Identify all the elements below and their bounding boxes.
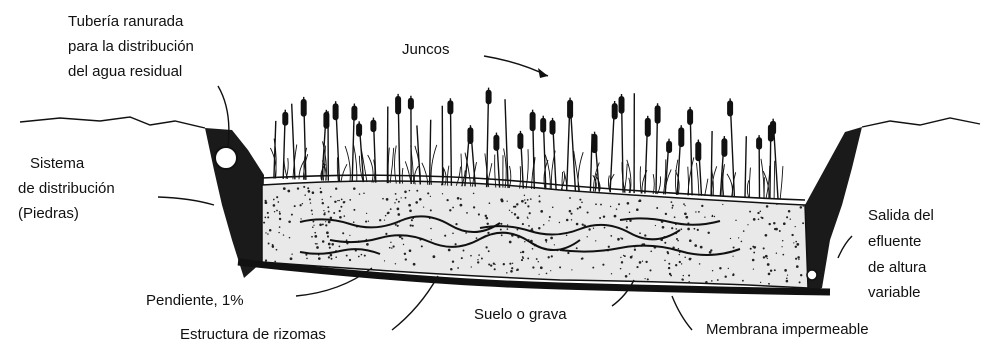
cattail-head [282,112,288,126]
grass-blade [374,160,375,183]
slotted-pipe [215,147,237,169]
outlet-trench-right [805,127,862,292]
leader-soil [612,280,634,306]
grass-blade [705,179,708,196]
reed-stem [292,104,295,180]
reed-stem [745,136,746,197]
cattail-head [408,98,414,110]
cattail-head [540,118,546,133]
cattail-head [550,120,556,135]
label-rhizomes: Estructura de rizomas [180,326,326,343]
cattail-head [687,109,693,125]
cattail-head [351,106,357,121]
grass-blade [640,166,641,193]
ground-profile [20,117,980,128]
grass-blade [390,148,394,183]
grass-blade [761,159,764,198]
cattail-head [493,135,499,151]
cattail-head [655,105,661,124]
label-soil: Suelo o grava [474,306,567,323]
grass-blade [624,164,627,193]
grass-blade [431,145,437,185]
label-membrane: Membrana impermeable [706,321,869,338]
reed-stem [430,120,431,185]
ground-left-surface [20,117,205,128]
cattail-head [447,100,453,114]
grass-blade [562,172,563,190]
cattail-head [370,120,376,133]
cattail-head [356,123,362,137]
cattail-head [695,142,701,162]
cattail-head [517,133,523,149]
cattail-head [301,99,307,117]
grass-blade [504,149,507,189]
outlet-pipe [807,270,817,280]
label-distribution: Sistema de distribución (Piedras) [18,155,119,222]
ground-right-surface [862,118,980,127]
leader-outlet [838,236,852,258]
grass-blade [653,174,654,194]
label-reeds: Juncos [402,41,450,58]
grass-blade [354,145,357,182]
leader-reeds [484,56,548,76]
cattail-head [592,134,598,153]
grass-blade [394,146,396,184]
leader-reeds-arrowhead [538,68,548,78]
cattail-head [619,96,625,114]
grass-blade [727,174,732,197]
grass-blade [561,174,565,190]
cattail-head [486,90,492,105]
cattail-head [770,121,776,135]
grass-blade [388,148,389,184]
leader-distribution [158,197,214,205]
cattail-head [721,138,727,157]
grass-blade [520,166,521,188]
grass-blade [345,146,350,182]
grass-blade [495,155,496,188]
grass-blade [368,155,373,183]
label-slope: Pendiente, 1% [146,292,244,309]
cattail-head [333,103,339,120]
cattail-head [645,118,651,137]
cattail-head [567,100,573,119]
cattail-head [395,96,401,115]
leader-membrane [672,296,692,330]
grass-blade [780,166,783,199]
cattail-head [666,141,672,153]
cattail-head [756,137,762,150]
label-outlet: Salida del efluente de altura variable [868,207,938,301]
grass-blade [341,164,347,181]
grass-blade [747,180,748,197]
grass-blade [749,168,750,198]
cattail-head [678,127,684,147]
label-pipe: Tubería ranurada para la distribución de… [68,13,198,80]
cattail-head [467,127,473,144]
grass-blade [461,154,462,187]
leader-rhizomes [392,276,438,330]
cattail-head [727,100,733,116]
cattail-head [530,112,536,132]
grass-blade [712,166,717,196]
grass-blade [697,163,700,196]
cattail-head [612,103,618,120]
reed-stem [571,112,576,191]
grass-blade [774,161,775,199]
